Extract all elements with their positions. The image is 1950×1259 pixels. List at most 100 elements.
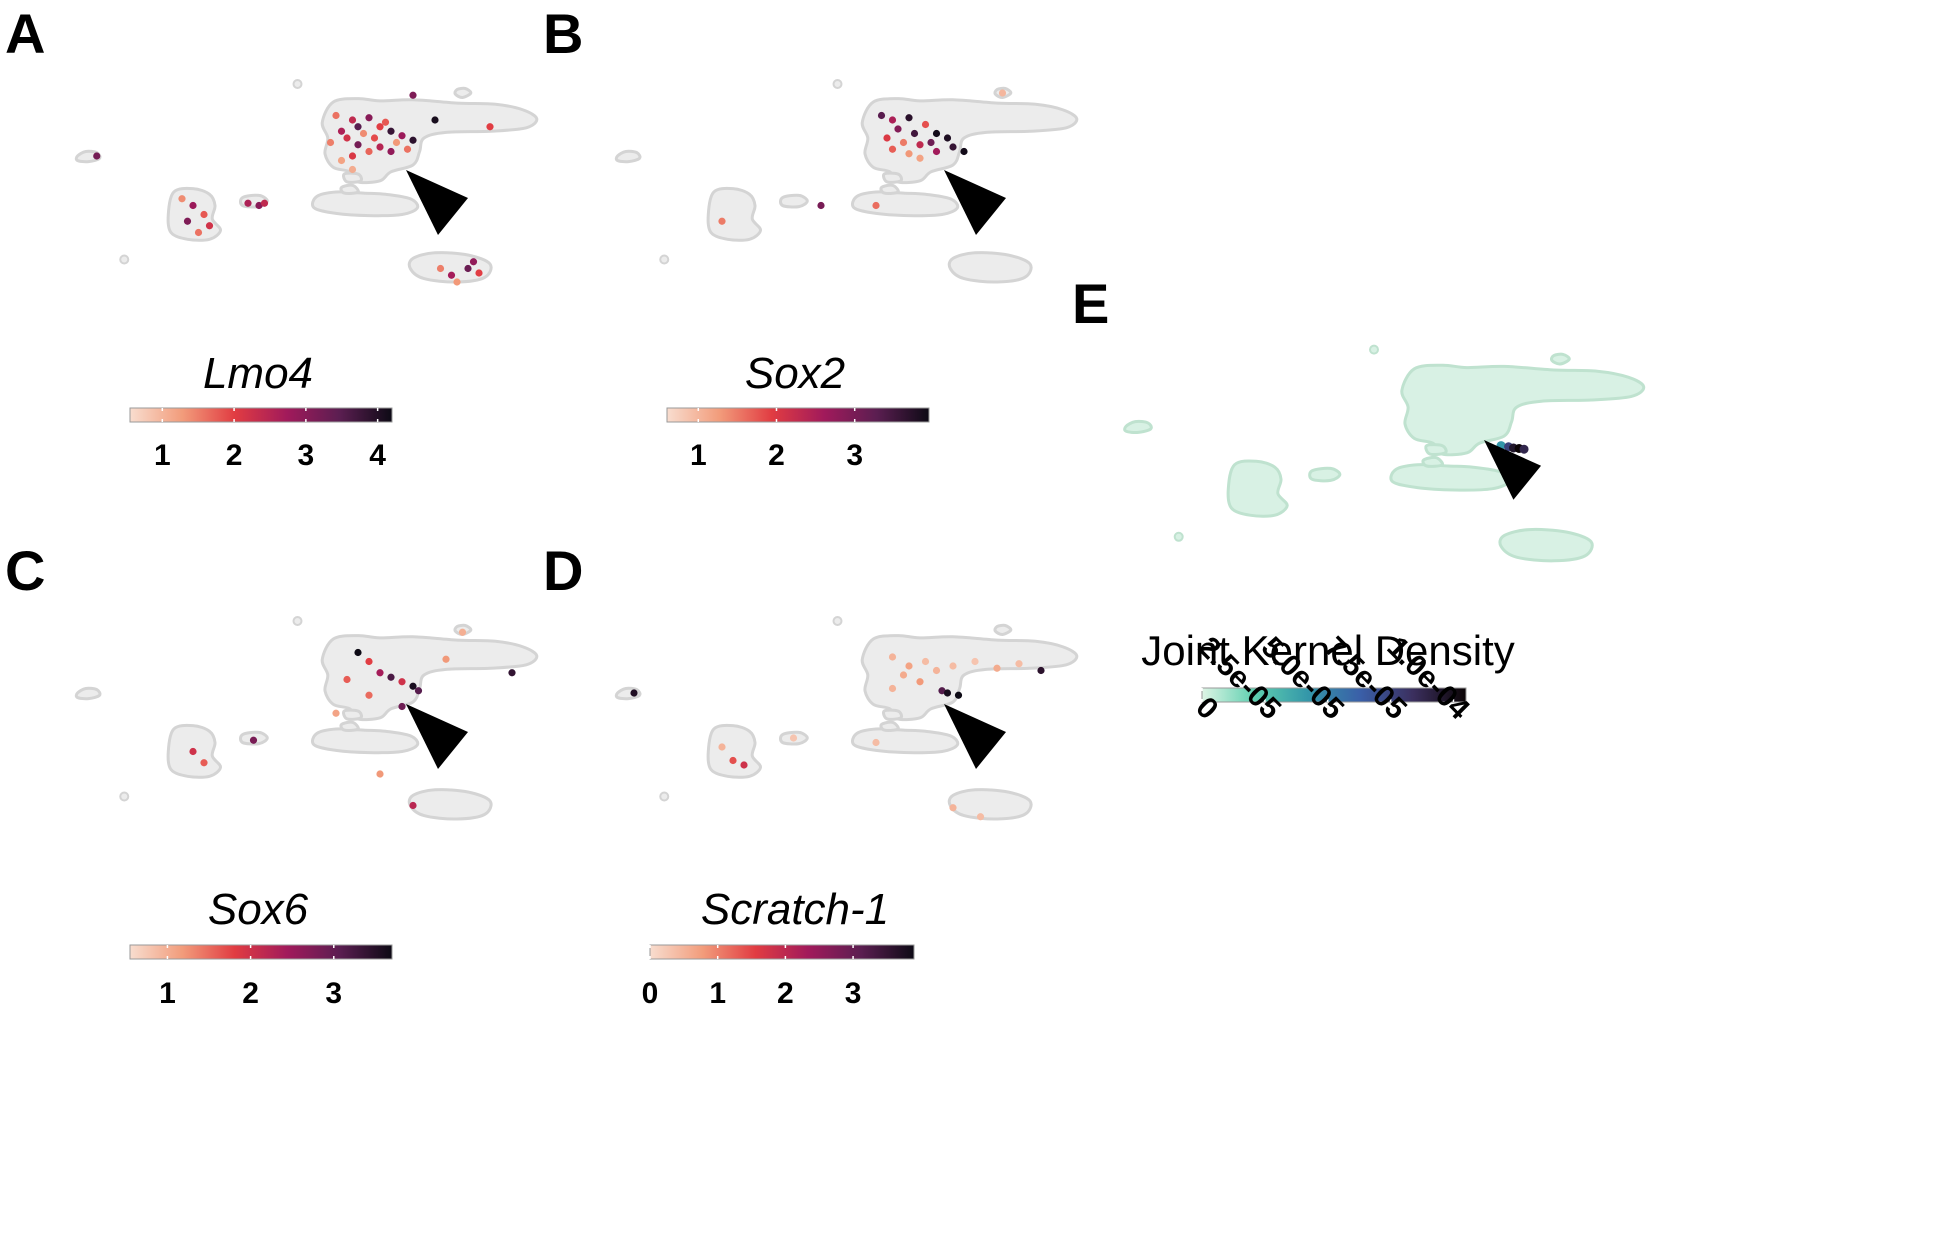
colorbar-title: Scratch-1 [701,885,889,934]
colorbar-tick-label: 0 [1189,691,1224,726]
data-point [905,662,913,670]
cluster-bottom [947,251,1033,284]
cluster-dot [119,254,130,265]
arrowhead-c [406,704,468,769]
cluster-small-mid [778,193,809,209]
data-point [883,134,891,142]
data-point [244,199,252,207]
data-point [888,653,897,661]
data-point [1015,660,1023,668]
cluster-far-left [1123,419,1153,435]
cluster-mid [311,727,420,755]
colorbar-tick-label: 1 [690,439,707,472]
data-point [348,152,357,160]
data-point [376,669,384,677]
data-point [337,127,346,135]
colorbar-tick-label: 2 [242,977,259,1010]
cluster-main [320,97,539,185]
data-point [359,129,368,138]
cluster-dot [119,791,130,802]
data-point [789,734,798,742]
colorbar-tick-label: 2 [768,439,785,472]
data-point [436,264,445,273]
data-point [414,687,423,695]
data-point [194,228,203,237]
cluster-bottom [1498,527,1594,563]
colorbar [649,944,915,960]
data-point [387,127,395,135]
data-point [332,709,340,717]
cluster-mid [311,190,420,218]
data-point [475,269,483,277]
data-point [993,664,1001,672]
data-point [949,143,957,151]
data-point [949,804,957,812]
colorbar-title: Joint Kernel Density [1141,627,1515,674]
cluster-main [320,634,539,722]
data-point [387,673,395,681]
data-point [916,678,924,686]
colorbar-tick-label: 1 [159,977,176,1010]
data-point [370,134,379,142]
data-point [932,129,941,138]
data-point [409,801,417,810]
data-point [877,111,886,120]
colorbar-title: Sox2 [745,349,845,398]
data-point [938,687,946,695]
panel-e: Joint Kernel Density02.5e-055.0e-057.5e-… [1123,344,1646,726]
data-point [354,141,362,149]
data-point [998,89,1007,97]
data-point [409,682,417,690]
cluster-dot [1173,531,1184,542]
data-point [200,759,208,767]
data-point [899,671,908,679]
data-point [376,123,384,131]
data-point [354,123,362,131]
data-point [630,689,638,697]
data-point [183,217,192,225]
cluster-dot [292,616,303,626]
colorbar-tick-label: 3 [298,439,315,472]
data-point [899,138,908,147]
cluster-spur-2 [1421,455,1444,468]
cluster-spur-2 [879,183,900,195]
data-point [888,684,897,693]
data-point [431,116,439,124]
data-point [910,129,919,138]
data-point [392,138,401,147]
cluster-bottom [407,788,493,821]
cluster-bottom [947,788,1033,821]
data-point [729,756,737,765]
colorbar-tick-label: 2 [226,439,243,472]
cluster-spur-2 [339,183,360,195]
panel-letter-e: E [1072,272,1110,335]
data-point [718,743,726,751]
colorbar-title: Lmo4 [203,349,313,398]
data-point [464,264,472,273]
cluster-mid [851,727,960,755]
data-point [398,702,406,711]
data-point [486,123,494,131]
data-point [93,152,101,160]
data-point [365,114,373,122]
data-point [905,150,913,158]
colorbar-tick-label: 0 [642,977,659,1010]
data-point [971,657,979,666]
cluster-far-left [614,149,642,164]
cluster-dot [1369,344,1379,355]
cluster-spur-1 [342,171,363,184]
data-point [817,201,825,210]
cluster-spur-1 [882,171,904,184]
cluster-left [706,186,762,242]
data-point [348,165,357,174]
cluster-dot [832,79,843,89]
cluster-spur-2 [879,720,900,732]
data-point [403,145,412,153]
data-point [365,147,373,156]
data-point [949,662,957,670]
colorbar-tick-label: 3 [325,977,342,1010]
data-point [872,201,880,210]
